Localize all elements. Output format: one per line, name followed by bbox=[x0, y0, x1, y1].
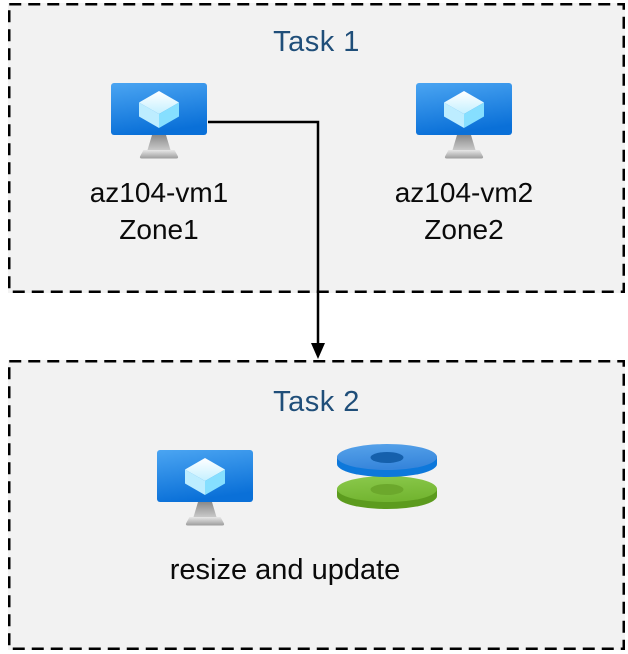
task2-box: Task 2 resize and update bbox=[8, 360, 625, 650]
vm-name-label: az104-vm2 bbox=[394, 177, 534, 208]
arrowhead-down-icon bbox=[311, 343, 325, 359]
vm-name-label: az104-vm1 bbox=[89, 177, 229, 208]
task1-box: Task 1 az104-vm1 Zone1 az104-vm2 Zone2 bbox=[8, 3, 625, 293]
vm-unit-az104-vm1: az104-vm1 Zone1 bbox=[59, 83, 259, 248]
virtual-machine-icon bbox=[157, 450, 253, 526]
task1-title: Task 1 bbox=[273, 26, 360, 58]
virtual-machine-icon bbox=[111, 83, 207, 159]
virtual-machine-icon bbox=[416, 83, 512, 159]
managed-disks-icon bbox=[337, 444, 437, 509]
task2-title: Task 2 bbox=[273, 386, 360, 418]
vm-zone-label: Zone2 bbox=[424, 214, 504, 245]
task2-caption: resize and update bbox=[169, 554, 401, 586]
vm-unit-az104-vm2: az104-vm2 Zone2 bbox=[364, 83, 564, 248]
vm-zone-label: Zone1 bbox=[119, 214, 199, 245]
